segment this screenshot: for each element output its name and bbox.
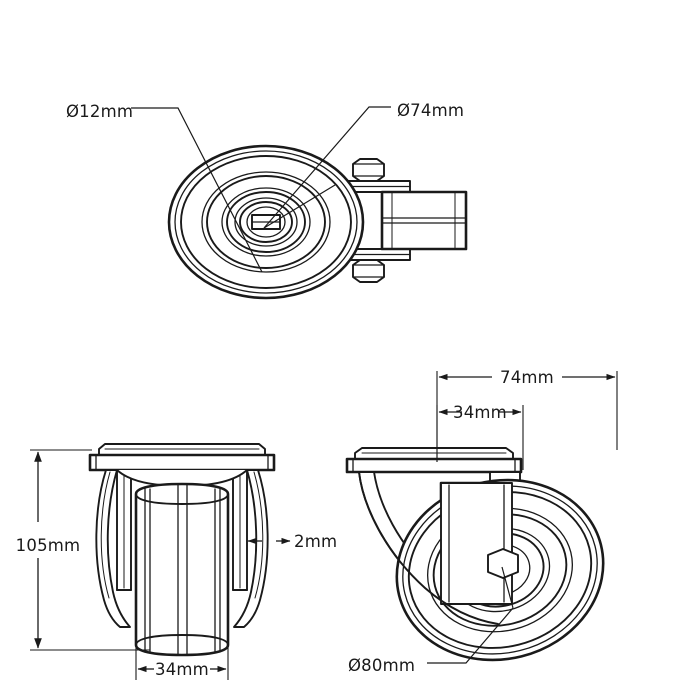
top-view-lower-bolt-icon [352,259,385,283]
side-view-axle-nut-icon [487,548,519,579]
dim-105mm [30,449,150,651]
top-view-wheel-face [167,144,365,300]
dim-label-dia-12: Ø12mm [66,102,133,121]
dim-label-34mm-side: 34mm [453,403,507,422]
dim-label-2mm: 2mm [294,532,337,551]
dim-label-dia-80: Ø80mm [348,656,415,675]
top-view-bracket [343,158,468,283]
leader-dia-80 [427,566,514,664]
dim-34mm-front [135,646,229,680]
dim-34mm-side [436,405,524,470]
side-view-fork-outer-edge [358,471,499,625]
side-view-top-plate [345,447,523,474]
leader-dia-74 [263,106,391,229]
top-view-upper-bolt-icon [352,158,385,182]
dim-label-dia-74: Ø74mm [397,101,464,120]
front-view-wheel [134,482,230,657]
leader-dia-12 [131,107,263,273]
side-view-kingpin-overlay [440,482,513,605]
front-view-top-plate [88,443,276,472]
dim-label-105mm: 105mm [16,536,81,555]
dim-label-74mm: 74mm [500,368,554,387]
front-view-fork-yoke [95,469,269,628]
top-view-swivel-housing [380,190,468,251]
dim-label-34mm-front: 34mm [155,660,209,679]
front-view-fork-plates [116,469,248,591]
front-elevation-view [88,443,276,657]
side-elevation-view [345,447,605,662]
